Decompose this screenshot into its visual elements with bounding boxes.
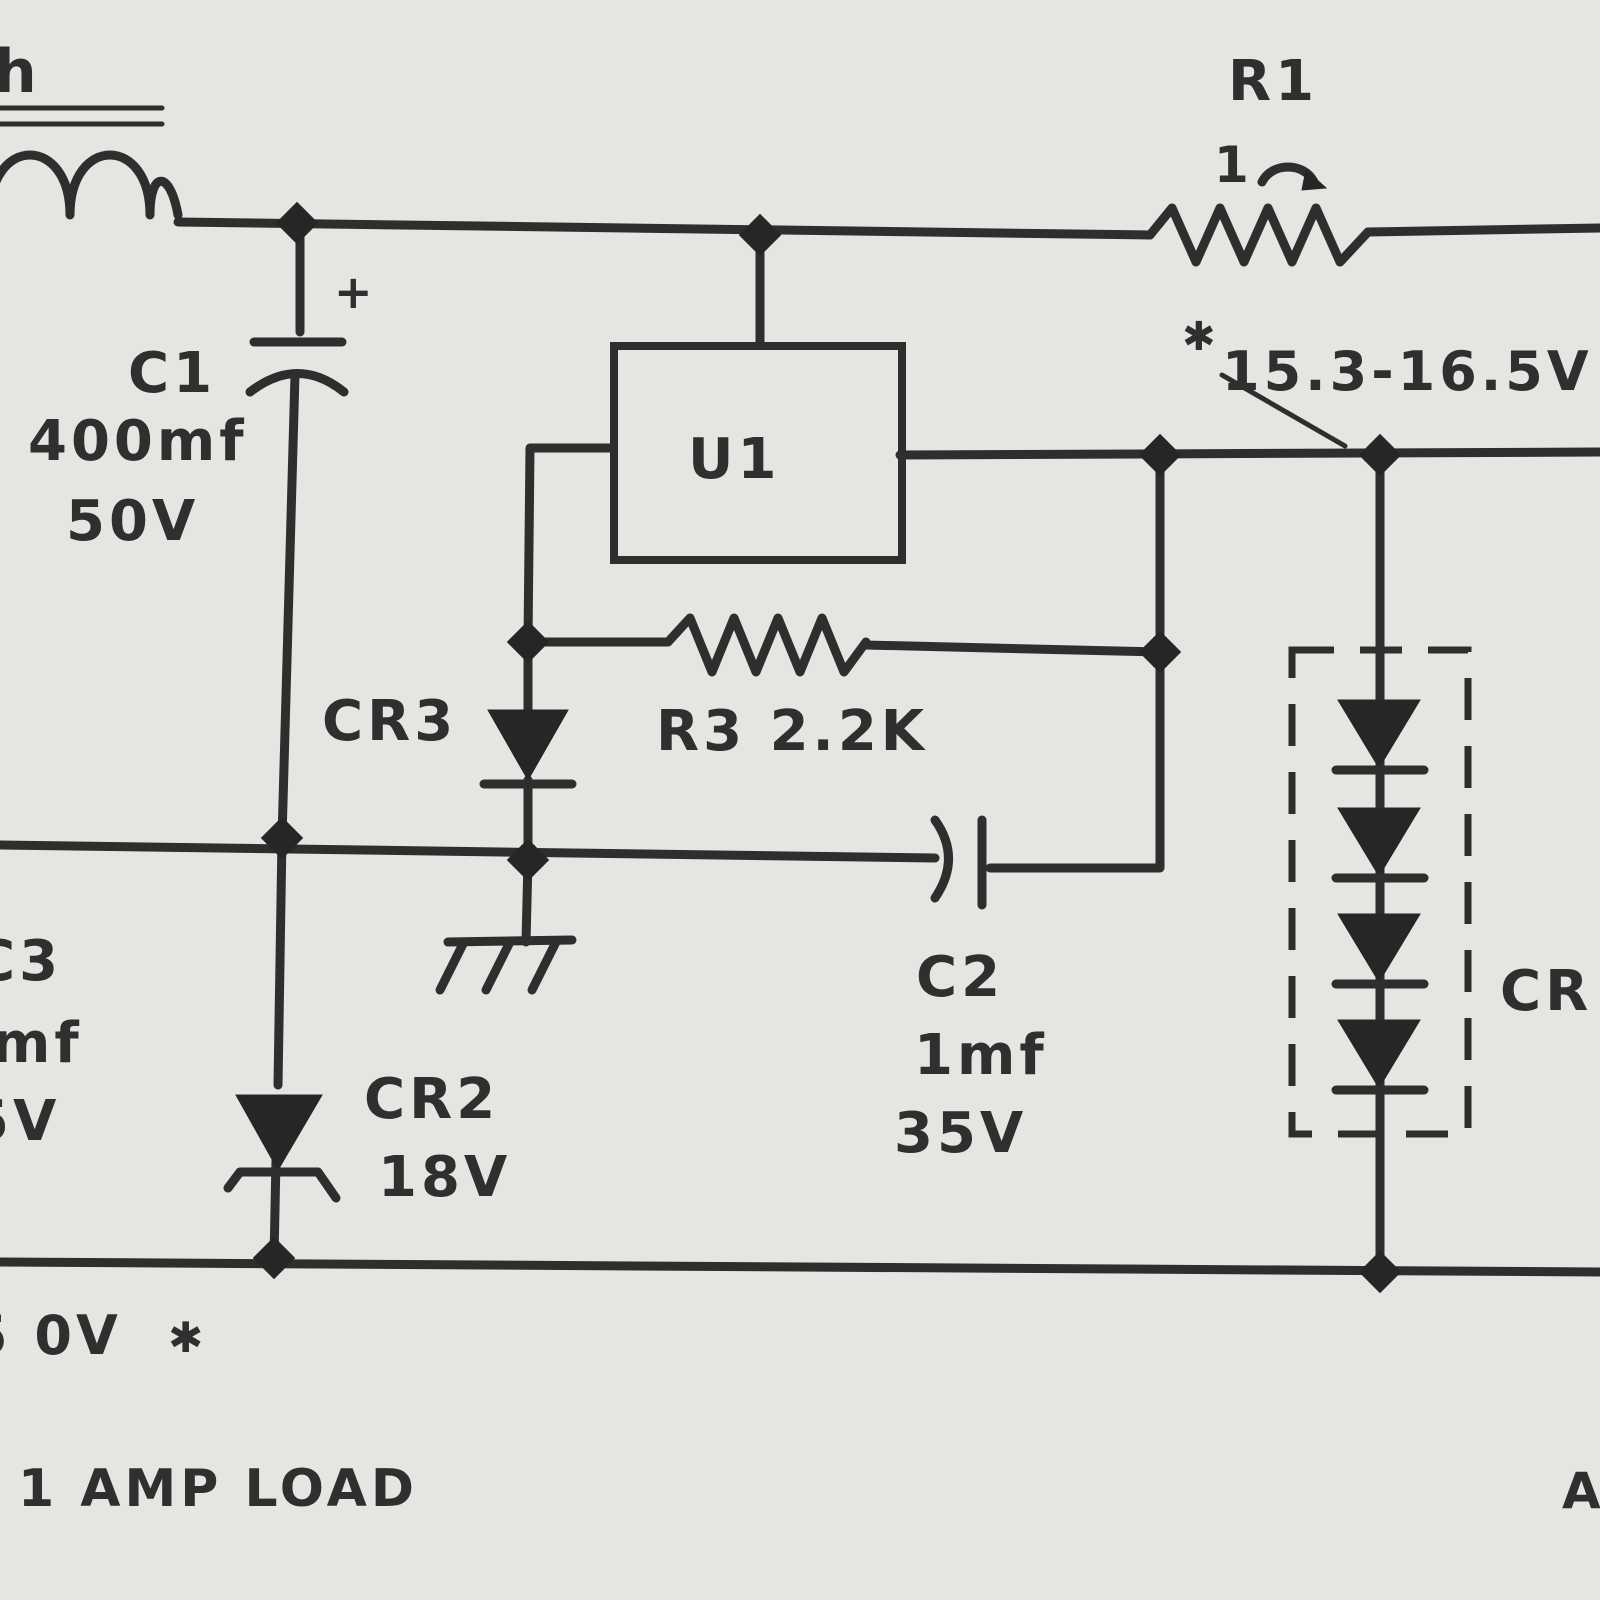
c1-plus-label: + (334, 265, 377, 319)
r3-zigzag (663, 613, 871, 677)
cr3-name-label: CR3 (322, 689, 457, 754)
ground-rail (0, 840, 940, 863)
bottom-star-icon: ✱ (168, 1313, 207, 1362)
cr-diode-string (1288, 646, 1472, 1138)
c1-name-label: C1 (128, 341, 216, 406)
c1-capacitor (245, 337, 349, 397)
output-star-icon: ✱ (1182, 314, 1220, 360)
cr2-name-label: CR2 (364, 1067, 499, 1132)
bottom-voltage-label: 5 0V (0, 1304, 122, 1367)
output-voltage-label: 15.3-16.5V (1222, 340, 1593, 403)
inductor-coil (0, 150, 183, 220)
c2-value-label: 1mf (914, 1023, 1048, 1088)
u1-name-label: U1 (688, 427, 780, 492)
r3-label: R3 2.2K (656, 699, 928, 764)
cr3-diode (479, 709, 577, 789)
c3-name-label: C3 (0, 929, 62, 994)
c3-voltage-label: 5V (0, 1089, 60, 1154)
cr-string-label: CR (1500, 959, 1592, 1024)
r1-current-label: 1 (1214, 136, 1253, 194)
cr2-voltage-label: 18V (378, 1145, 511, 1210)
right-edge-label: A (1562, 1462, 1600, 1520)
r1-name-label: R1 (1228, 49, 1318, 114)
u1-block (610, 342, 906, 564)
bottom-rail (0, 1257, 1600, 1277)
c3-value-label: mf (0, 1011, 83, 1076)
top-rail (173, 217, 1155, 240)
c2-voltage-label: 35V (894, 1101, 1027, 1166)
inductor-label: h (0, 37, 41, 107)
r1-resistor (1145, 203, 1373, 267)
c1-voltage-label: 50V (66, 489, 199, 554)
cr2-zener-diode (223, 1094, 341, 1203)
c2-name-label: C2 (916, 945, 1004, 1010)
c1-value-label: 400mf (28, 409, 248, 474)
c2-capacitor (930, 815, 987, 910)
load-note-label: 1 AMP LOAD (18, 1459, 418, 1519)
